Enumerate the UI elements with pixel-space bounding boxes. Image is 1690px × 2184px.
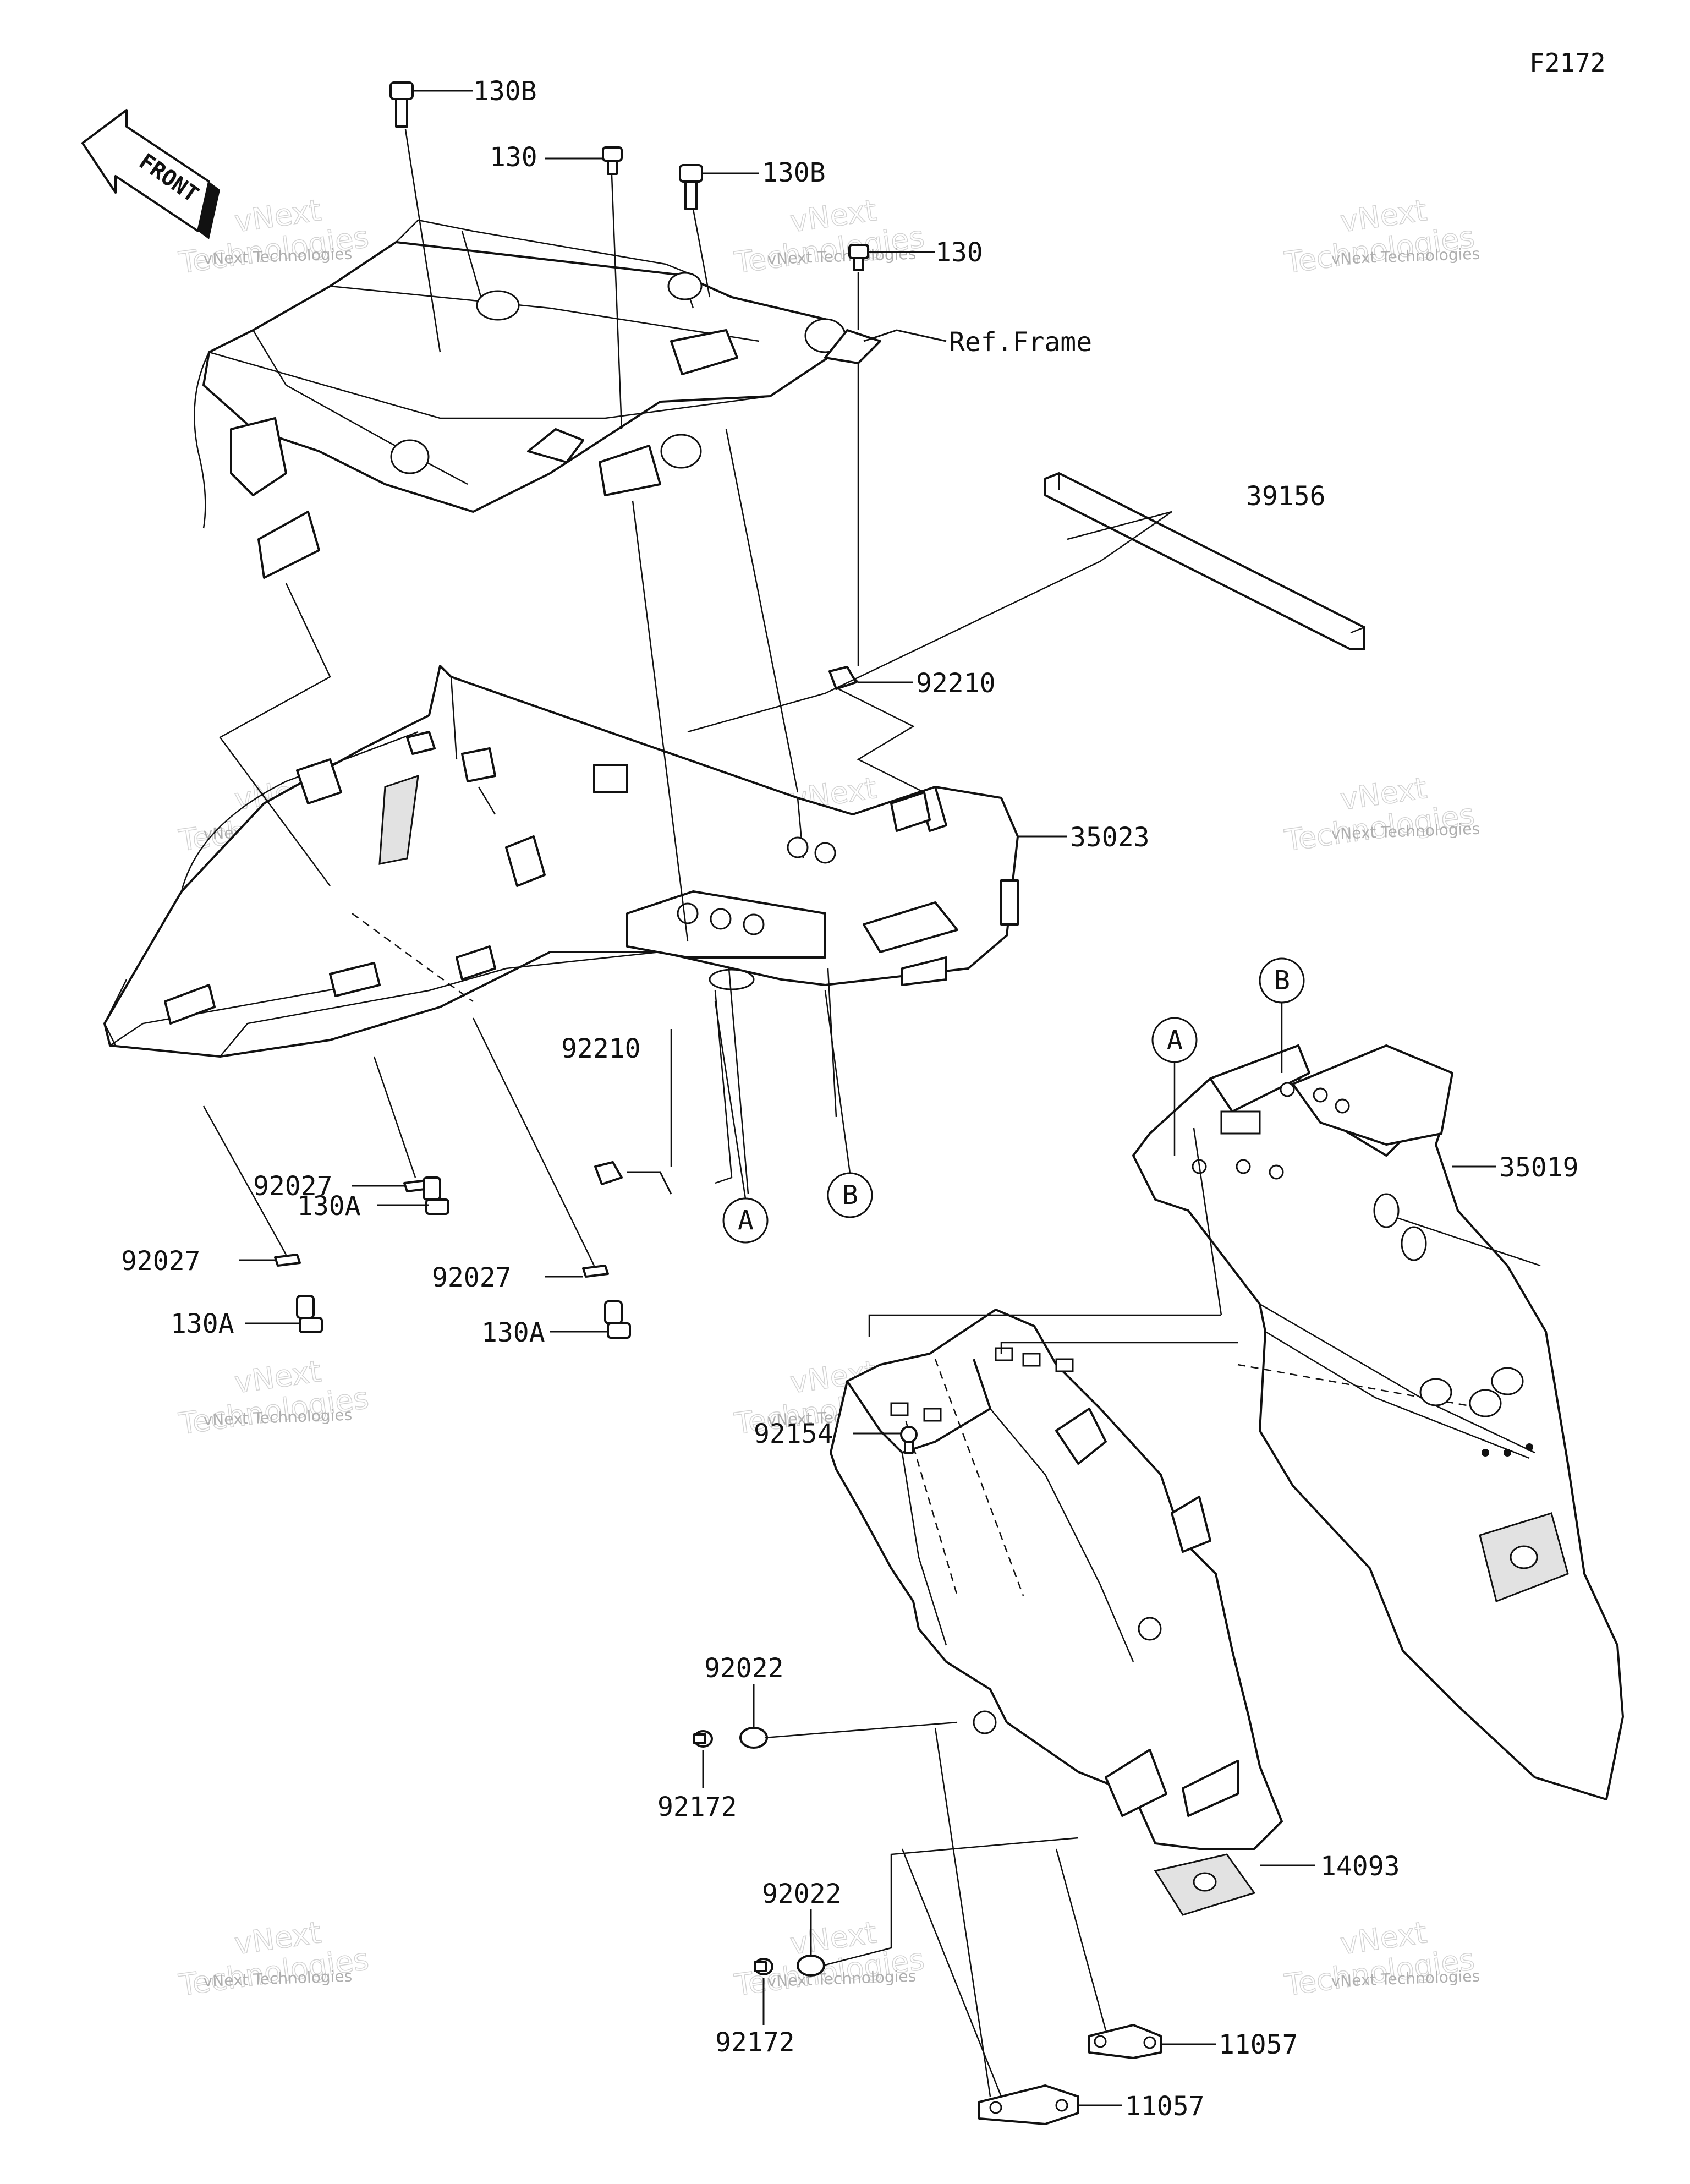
callout-130-b: 130 (935, 237, 983, 268)
bolt-130-1 (602, 146, 623, 175)
callout-92210-b: 92210 (561, 1033, 641, 1064)
svg-text:A: A (738, 1205, 754, 1236)
callout-92022-a: 92022 (704, 1653, 784, 1684)
callout-92154: 92154 (754, 1419, 833, 1449)
callout-92172-b: 92172 (715, 2027, 795, 2058)
rear-fender-35019-drawing (1132, 1044, 1624, 1800)
nut-92210-1 (828, 666, 857, 690)
callout-130b-top: 130B (473, 76, 537, 107)
callout-35023: 35023 (1070, 822, 1150, 853)
callout-14093: 14093 (1320, 1851, 1400, 1882)
hardware-drawings (274, 81, 1162, 2125)
callout-92172-a: 92172 (657, 1792, 737, 1822)
figure-id: F2172 (1529, 48, 1605, 78)
ref-marker-a-upper: A (1151, 1017, 1198, 1063)
rear-frame-drawing (194, 219, 881, 579)
callout-11057-a: 11057 (1219, 2029, 1298, 2060)
inner-fender-35023-drawing (103, 665, 1019, 1058)
callout-11057-b: 11057 (1125, 2091, 1205, 2122)
nut-92210-2 (594, 1161, 623, 1185)
svg-text:B: B (842, 1180, 858, 1211)
leader-lines (202, 90, 1496, 2106)
strip-39156-drawing (1044, 472, 1365, 650)
ref-marker-b-upper: B (1259, 957, 1305, 1004)
callout-ref-frame: Ref.Frame (949, 327, 1092, 358)
callout-92210-a: 92210 (916, 668, 996, 699)
callout-labels: 130B 130 130B 130 Ref.Frame 39156 92210 … (121, 76, 1579, 2122)
fender-bracket-14093-drawing (830, 1309, 1283, 1916)
callout-35019: 35019 (1499, 1152, 1579, 1183)
bolt-130b-2 (679, 164, 703, 210)
callout-130a-b: 130A (171, 1309, 234, 1339)
callout-130-a: 130 (490, 142, 537, 173)
front-direction-arrow: FRONT (81, 109, 220, 239)
ref-marker-a-lower: A (722, 1197, 769, 1244)
bolt-130b-1 (389, 81, 414, 128)
callout-39156: 39156 (1246, 481, 1326, 512)
bolt-130-2 (848, 244, 869, 271)
callout-92022-b: 92022 (762, 1879, 842, 1909)
callout-130a-c: 130A (481, 1317, 545, 1348)
svg-text:B: B (1274, 965, 1290, 996)
callout-130a-a: 130A (297, 1191, 361, 1222)
ref-marker-b-lower: B (827, 1172, 873, 1218)
callout-130b-b: 130B (762, 157, 826, 188)
callout-92027-b: 92027 (121, 1246, 201, 1277)
svg-text:A: A (1167, 1025, 1183, 1055)
reference-markers: B A A B (714, 957, 1305, 1244)
callout-92027-c: 92027 (432, 1262, 512, 1293)
callout-92027-a: 92027 (253, 1171, 333, 1202)
